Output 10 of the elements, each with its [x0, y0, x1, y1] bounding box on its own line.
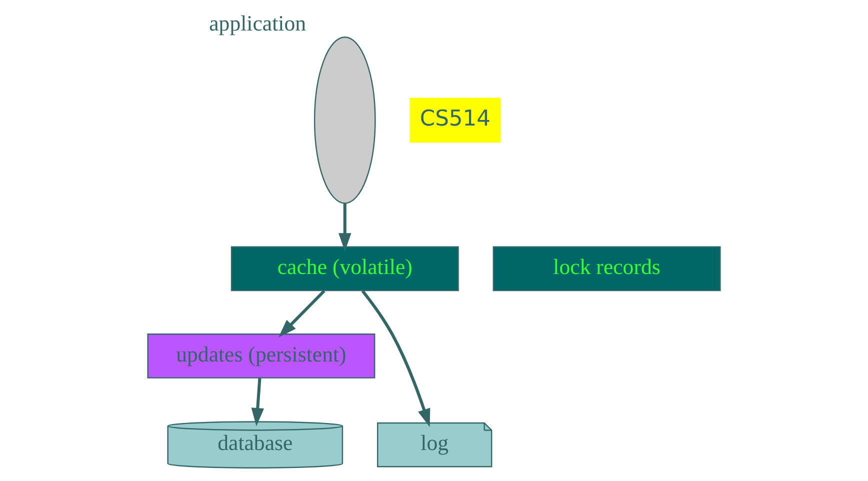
node-box: updates (persistent)	[147, 334, 376, 378]
arrow	[361, 290, 430, 428]
label: CS514	[420, 106, 491, 132]
node-ellipse	[314, 36, 376, 204]
node-label: application	[209, 11, 306, 36]
arrow	[338, 203, 352, 252]
arrow	[278, 290, 326, 338]
node-box: lock records	[492, 246, 721, 292]
node-box: cache (volatile)	[230, 246, 459, 292]
arrow	[251, 378, 264, 426]
